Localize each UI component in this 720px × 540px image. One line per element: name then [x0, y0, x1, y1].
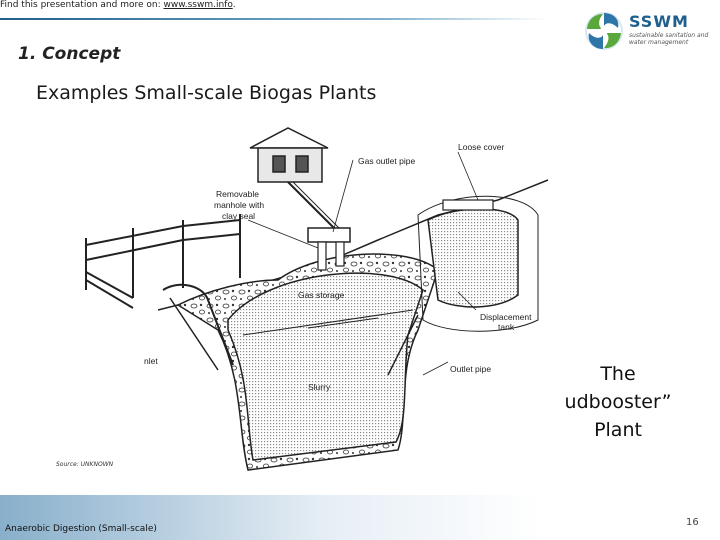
logo-tagline: sustainable sanitation and water managem… — [629, 32, 709, 46]
label-tank: tank — [498, 322, 515, 332]
footer-bar — [0, 495, 720, 540]
label-clay-seal: clay seal — [222, 211, 255, 221]
biogas-plant-drawing: Loose cover Gas outlet pipe Removable ma… — [85, 127, 549, 471]
label-inlet: nlet — [144, 356, 158, 366]
footer-title: Anaerobic Digestion (Small-scale) — [5, 524, 157, 534]
label-loose-cover: Loose cover — [458, 142, 504, 152]
caption-line-3: Plant — [594, 419, 642, 441]
label-manhole-with: manhole with — [214, 200, 264, 210]
sswm-logo-icon — [585, 12, 623, 50]
label-slurry: Slurry — [308, 382, 331, 392]
label-outlet-pipe: Outlet pipe — [450, 364, 491, 374]
label-displacement: Displacement — [480, 312, 532, 322]
sswm-link[interactable]: www.sswm.info — [163, 0, 233, 10]
fence — [85, 214, 241, 309]
image-source: Source: UNKNOWN — [56, 461, 114, 468]
page-number: 16 — [686, 517, 699, 528]
house — [249, 127, 329, 183]
displacement-tank — [427, 208, 519, 308]
digester — [227, 272, 424, 461]
caption-line-1: The — [600, 363, 636, 385]
plant-caption: The udbooster” Plant — [548, 360, 688, 444]
logo-name: SSWM — [629, 12, 689, 31]
section-title: 1. Concept — [18, 44, 121, 64]
sswm-logo: SSWM sustainable sanitation and water ma… — [582, 6, 717, 56]
source-suffix: . — [232, 0, 236, 10]
label-removable: Removable — [216, 189, 259, 199]
label-gas-storage: Gas storage — [298, 290, 345, 300]
caption-line-2: udbooster” — [564, 391, 672, 413]
slide-title: Examples Small-scale Biogas Plants — [36, 82, 377, 104]
header-rule — [0, 18, 548, 20]
source-line: Find this presentation and more on: www.… — [0, 0, 236, 10]
source-prefix: Find this presentation and more on: — [0, 0, 164, 10]
label-gas-outlet-pipe: Gas outlet pipe — [358, 156, 415, 166]
